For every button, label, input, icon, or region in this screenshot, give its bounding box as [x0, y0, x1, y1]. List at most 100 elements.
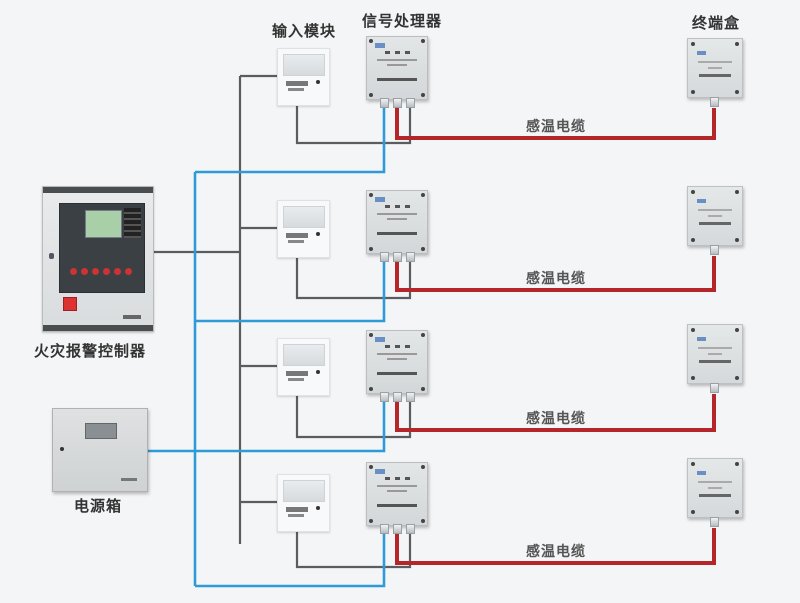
screw-icon [691, 190, 695, 194]
screw-icon [421, 193, 425, 197]
cable-gland [380, 392, 389, 402]
cable-gland [406, 524, 415, 534]
module-model-text [286, 81, 308, 86]
lock-icon [60, 447, 64, 451]
screw-icon [691, 510, 695, 514]
power-branch-wire [195, 532, 386, 588]
screw-icon [691, 376, 695, 380]
cable-gland [393, 392, 402, 402]
sensing-cable-label: 感温电缆 [526, 271, 586, 287]
module-window [283, 480, 325, 502]
red-key [125, 268, 132, 275]
signal-processor [366, 462, 428, 526]
sensing-cable-label: 感温电缆 [526, 411, 586, 427]
screw-icon [421, 387, 425, 391]
screw-icon [691, 90, 695, 94]
brand-logo [697, 471, 706, 475]
input-module [277, 48, 330, 106]
screw-icon [369, 193, 373, 197]
fire-alarm-controller [42, 186, 154, 332]
brand-logo [123, 315, 141, 319]
module-window [283, 54, 325, 76]
red-key [81, 268, 88, 275]
cable-gland [380, 98, 389, 108]
indicator-icon [385, 345, 390, 348]
indicator-window [85, 423, 117, 439]
screw-icon [735, 42, 739, 46]
module-window [283, 206, 325, 228]
module-model-text [286, 507, 308, 512]
power-box [52, 408, 148, 492]
input-module-heading: 输入模块 [272, 22, 337, 40]
module-return-wire [295, 531, 412, 569]
module-name-text [288, 88, 304, 91]
terminal-box [687, 38, 743, 98]
controller-panel [59, 203, 145, 293]
screw-icon [421, 93, 425, 97]
brand-logo [375, 337, 385, 342]
input-module [277, 200, 330, 258]
signal-processor-heading: 信号处理器 [362, 12, 443, 30]
cable-gland [406, 98, 415, 108]
controller-label: 火灾报警控制器 [34, 342, 147, 360]
sensing-cable [395, 106, 716, 140]
indicator-icon [395, 345, 400, 348]
lcd-screen [85, 210, 122, 238]
brand-logo [697, 199, 706, 203]
cable-gland [393, 252, 402, 262]
brand-logo [121, 478, 137, 481]
terminal-box [687, 186, 743, 246]
screw-icon [421, 519, 425, 523]
screw-icon [691, 238, 695, 242]
cable-gland [406, 252, 415, 262]
indicator-icon [385, 51, 390, 54]
cable-gland [710, 245, 719, 255]
module-name-text [288, 514, 304, 517]
module-name-text [288, 240, 304, 243]
input-module [277, 338, 330, 396]
module-return-wire [295, 395, 412, 439]
cable-gland [406, 392, 415, 402]
module-name-text [288, 378, 304, 381]
screw-icon [369, 39, 373, 43]
sensing-cable [395, 528, 716, 565]
module-model-text [286, 233, 308, 238]
module-model-text [286, 371, 308, 376]
indicator-icon [405, 205, 410, 208]
cable-gland [710, 517, 719, 527]
sensing-cable-label: 感温电缆 [526, 119, 586, 135]
cable-gland [393, 98, 402, 108]
indicator-icon [395, 51, 400, 54]
module-return-wire [295, 257, 412, 300]
screw-icon [421, 247, 425, 251]
indicator-icon [405, 51, 410, 54]
screw-icon [735, 238, 739, 242]
screw-icon [691, 462, 695, 466]
screw-icon [691, 328, 695, 332]
indicator-icon [395, 205, 400, 208]
screw-icon [735, 510, 739, 514]
signal-processor [366, 330, 428, 394]
led-icon [316, 232, 320, 236]
module-return-wire [295, 105, 412, 145]
signal-processor [366, 190, 428, 254]
led-icon [316, 370, 320, 374]
cable-gland [380, 524, 389, 534]
red-key [114, 268, 121, 275]
power-branch-wire [195, 400, 386, 453]
screw-icon [735, 90, 739, 94]
screw-icon [369, 247, 373, 251]
cable-gland [710, 383, 719, 393]
indicator-icon [395, 477, 400, 480]
brand-logo [697, 51, 706, 55]
screw-icon [735, 190, 739, 194]
sensing-cable [395, 394, 716, 432]
cable-gland [393, 524, 402, 534]
screw-icon [369, 93, 373, 97]
module-window [283, 344, 325, 366]
keypad [124, 208, 141, 238]
indicator-icon [385, 205, 390, 208]
led-icon [316, 80, 320, 84]
red-key [70, 268, 77, 275]
